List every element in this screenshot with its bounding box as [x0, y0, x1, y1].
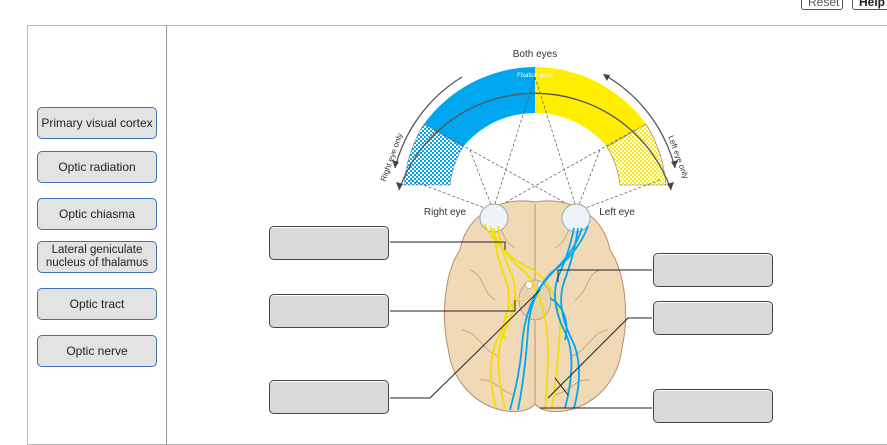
leader-lines	[390, 241, 652, 409]
drop-target-6[interactable]	[653, 389, 773, 423]
drop-target-1[interactable]	[269, 226, 389, 260]
sight-lines	[409, 76, 661, 211]
both-eyes-label: Both eyes	[513, 49, 557, 60]
label-optic-tract[interactable]: Optic tract	[37, 288, 157, 320]
brain-illustration	[443, 200, 627, 413]
drop-target-5[interactable]	[653, 301, 773, 335]
drop-target-2[interactable]	[269, 294, 389, 328]
left-eye-only-label: Left eye only	[666, 134, 690, 180]
label-bank	[27, 25, 167, 445]
nerve-pathways	[483, 223, 589, 411]
right-eye-label: Right eye	[424, 207, 467, 218]
fixation-point-label: Fixation point	[517, 73, 553, 79]
drop-target-4[interactable]	[653, 253, 773, 287]
label-primary-visual-cortex[interactable]: Primary visual cortex	[37, 107, 157, 139]
label-optic-radiation[interactable]: Optic radiation	[37, 151, 157, 183]
drop-target-3[interactable]	[269, 380, 389, 414]
help-button[interactable]: Help	[852, 0, 887, 10]
right-eye-only-label: Right eye only	[379, 132, 405, 183]
label-lateral-geniculate-nucleus[interactable]: Lateral geniculate nucleus of thalamus	[37, 241, 157, 273]
label-optic-chiasma[interactable]: Optic chiasma	[37, 198, 157, 230]
left-eye-label: Left eye	[599, 207, 635, 218]
visual-field-arc	[392, 67, 678, 191]
label-optic-nerve[interactable]: Optic nerve	[37, 335, 157, 367]
reset-button[interactable]: Reset	[801, 0, 843, 10]
